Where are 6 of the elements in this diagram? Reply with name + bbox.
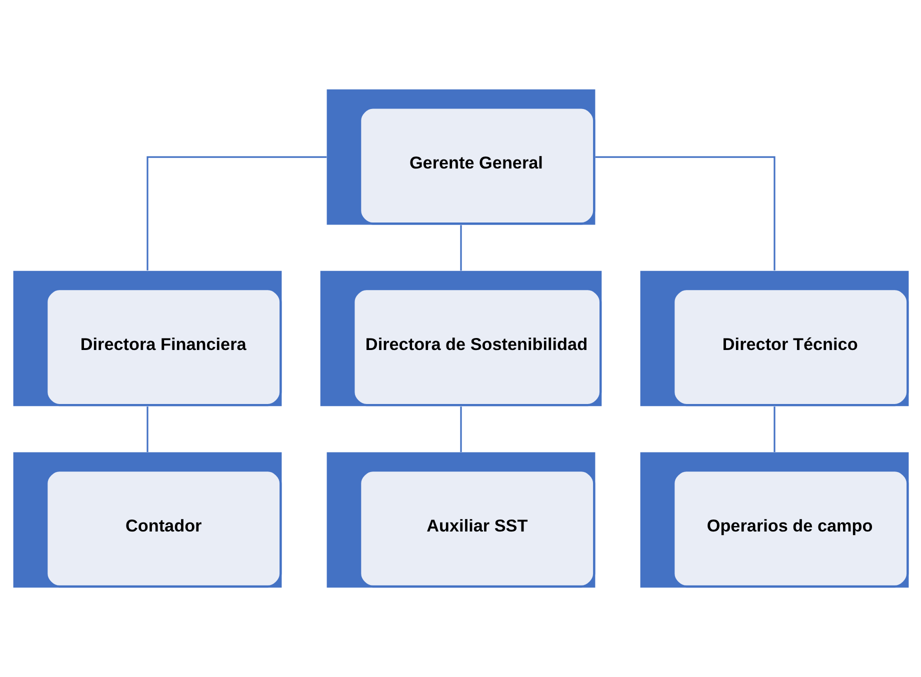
connector: [773, 406, 775, 452]
connector: [594, 156, 775, 270]
connector: [146, 156, 326, 270]
connector: [146, 406, 148, 452]
connector: [460, 406, 462, 452]
connector: [460, 225, 462, 271]
